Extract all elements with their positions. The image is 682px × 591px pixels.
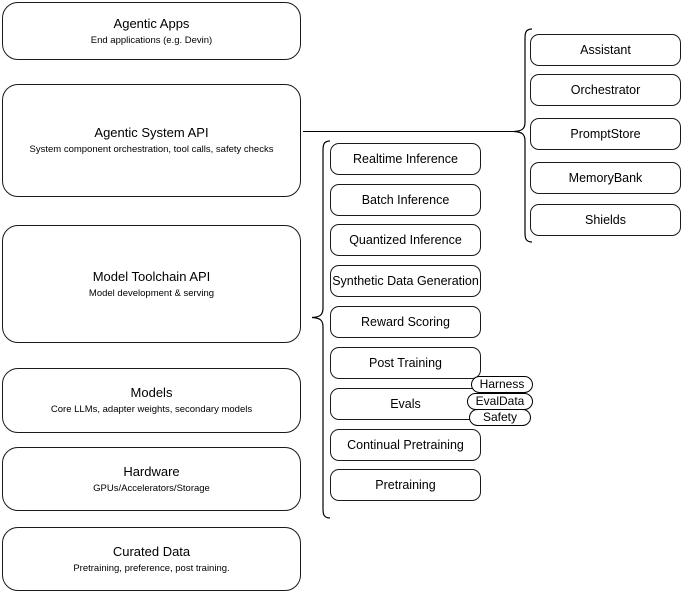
- layer-subtitle: Core LLMs, adapter weights, secondary mo…: [50, 404, 253, 415]
- layer-subtitle: System component orchestration, tool cal…: [29, 144, 274, 155]
- toolchain-label: Quantized Inference: [349, 232, 462, 247]
- layer-title: Model Toolchain API: [92, 268, 211, 284]
- layer-subtitle: Pretraining, preference, post training.: [73, 562, 230, 574]
- stack-layer-curated-data[interactable]: Curated Data Pretraining, preference, po…: [2, 527, 301, 591]
- toolchain-box-post-training[interactable]: Post Training: [330, 347, 481, 379]
- stack-layer-agentic-apps[interactable]: Agentic Apps End applications (e.g. Devi…: [2, 2, 301, 60]
- toolchain-box-realtime-inference[interactable]: Realtime Inference: [330, 143, 481, 175]
- toolchain-label: Pretraining: [375, 477, 436, 492]
- brace-system-components: [513, 28, 533, 243]
- eval-pill-label: Safety: [482, 410, 518, 424]
- system-label: Orchestrator: [570, 82, 641, 97]
- system-box-assistant[interactable]: Assistant: [530, 34, 681, 66]
- toolchain-box-quantized-inference[interactable]: Quantized Inference: [330, 224, 481, 256]
- system-label: PromptStore: [570, 126, 641, 141]
- toolchain-label: Post Training: [369, 355, 442, 370]
- layer-title: Agentic Apps: [113, 15, 190, 31]
- toolchain-label: Continual Pretraining: [347, 437, 464, 452]
- eval-pill-harness[interactable]: Harness: [471, 376, 533, 393]
- toolchain-label: Synthetic Data Generation: [332, 273, 479, 288]
- toolchain-box-pretraining[interactable]: Pretraining: [330, 469, 481, 501]
- system-label: Shields: [585, 212, 626, 227]
- eval-pill-evaldata[interactable]: EvalData: [467, 393, 533, 410]
- stack-layer-hardware[interactable]: Hardware GPUs/Accelerators/Storage: [2, 447, 301, 511]
- system-box-shields[interactable]: Shields: [530, 204, 681, 236]
- brace-toolchain: [311, 140, 331, 519]
- layer-subtitle: GPUs/Accelerators/Storage: [93, 482, 210, 494]
- toolchain-label: Batch Inference: [361, 192, 450, 207]
- eval-pill-label: Harness: [479, 377, 525, 391]
- stack-layer-models[interactable]: Models Core LLMs, adapter weights, secon…: [2, 368, 301, 433]
- system-label: MemoryBank: [568, 170, 643, 185]
- toolchain-label: Reward Scoring: [361, 314, 450, 329]
- toolchain-box-synthetic-data-generation[interactable]: Synthetic Data Generation: [330, 265, 481, 297]
- system-label: Assistant: [580, 42, 631, 57]
- toolchain-box-reward-scoring[interactable]: Reward Scoring: [330, 306, 481, 338]
- layer-title: Agentic System API: [94, 125, 209, 140]
- stack-layer-model-toolchain-api[interactable]: Model Toolchain API Model development & …: [2, 225, 301, 343]
- stack-layer-agentic-system-api[interactable]: Agentic System API System component orch…: [2, 84, 301, 197]
- layer-title: Hardware: [123, 463, 180, 479]
- eval-pill-label: EvalData: [475, 394, 525, 408]
- system-box-orchestrator[interactable]: Orchestrator: [530, 74, 681, 106]
- layer-subtitle: End applications (e.g. Devin): [90, 34, 213, 46]
- system-box-promptstore[interactable]: PromptStore: [530, 118, 681, 150]
- toolchain-label: Realtime Inference: [353, 151, 458, 166]
- toolchain-box-batch-inference[interactable]: Batch Inference: [330, 184, 481, 216]
- layer-title: Curated Data: [112, 543, 191, 559]
- toolchain-box-continual-pretraining[interactable]: Continual Pretraining: [330, 429, 481, 461]
- layer-subtitle: Model development & serving: [88, 287, 215, 299]
- layer-title: Models: [130, 385, 173, 400]
- toolchain-box-evals[interactable]: Evals: [330, 388, 481, 420]
- eval-pill-safety[interactable]: Safety: [469, 409, 531, 426]
- system-box-memorybank[interactable]: MemoryBank: [530, 162, 681, 194]
- toolchain-label: Evals: [390, 396, 421, 411]
- connector-line-system-api-to-components: [303, 131, 514, 132]
